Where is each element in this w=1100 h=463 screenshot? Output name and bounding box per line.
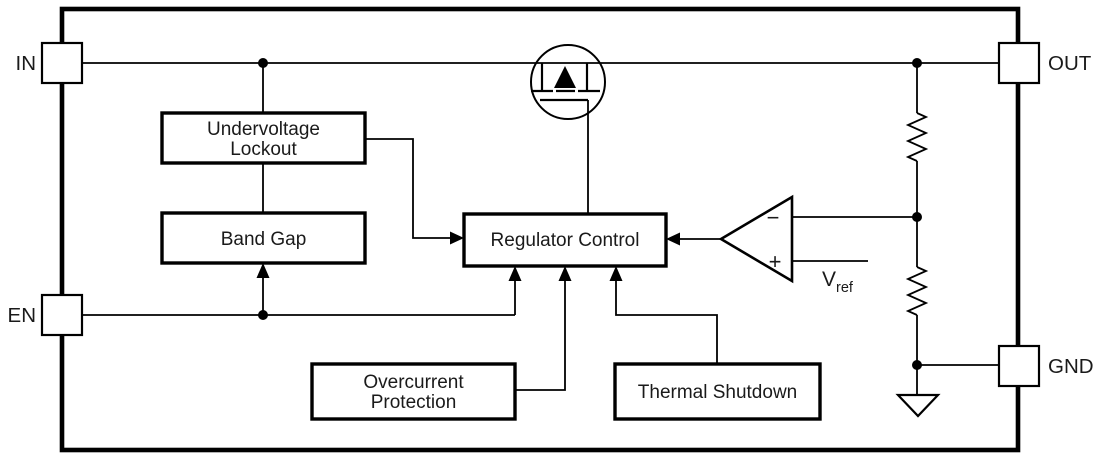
error-amplifier: − + — [718, 194, 794, 284]
en-pin-label: EN — [8, 304, 36, 327]
error-amplifier-triangle — [718, 194, 794, 284]
ground-symbol — [895, 393, 941, 418]
overcurrent-label-line2: Protection — [371, 392, 457, 413]
uvlo-label-line2: Lockout — [230, 139, 297, 160]
mosfet-body-arrow — [554, 66, 576, 88]
amp-minus-sign: − — [767, 205, 780, 230]
pins — [40, 41, 1041, 388]
function-blocks — [160, 111, 822, 421]
out-pin-label: OUT — [1048, 52, 1092, 75]
uvlo-to-regctrl-wire — [365, 138, 451, 239]
arrow-en-into-bandgap — [256, 263, 270, 278]
out-junction-dot — [912, 58, 922, 68]
gnd-junction-dot — [912, 360, 922, 370]
arrowheads — [256, 231, 680, 281]
en-pin — [40, 293, 84, 337]
arrow-into-regctrl-left — [450, 231, 464, 245]
arrow-en-into-regctrl — [508, 266, 522, 281]
gnd-pin — [997, 344, 1041, 388]
feedback-resistor-top — [905, 112, 929, 162]
vref-label: Vref — [822, 268, 854, 296]
arrow-into-regctrl-right — [666, 232, 680, 246]
thermal-shutdown-block — [613, 362, 822, 421]
in-pin-label: IN — [16, 52, 37, 75]
gnd-pin-label: GND — [1048, 355, 1094, 378]
thermal-to-regctrl-wire — [615, 280, 718, 364]
pass-mosfet-symbol — [530, 44, 606, 120]
junction-dots — [258, 58, 922, 370]
wires — [82, 62, 999, 395]
arrow-thermal-into-regctrl — [609, 266, 623, 281]
thermal-shutdown-label: Thermal Shutdown — [638, 382, 797, 403]
uvlo-block — [160, 111, 367, 165]
bandgap-label: Band Gap — [221, 229, 307, 250]
labels: IN EN OUT GND Undervoltage Lockout Band … — [8, 52, 1094, 413]
regulator-control-label: Regulator Control — [491, 230, 640, 251]
regulator-control-block — [462, 212, 668, 268]
amp-plus-sign: + — [769, 249, 782, 274]
uvlo-label-line1: Undervoltage — [207, 119, 320, 140]
out-pin — [997, 41, 1041, 85]
vref-base: V — [822, 268, 836, 291]
bandgap-block — [160, 211, 367, 265]
in-junction-dot — [258, 58, 268, 68]
in-pin — [40, 41, 84, 85]
overcurrent-block — [310, 362, 517, 421]
device-boundary — [59, 6, 1021, 453]
overcurrent-label-line1: Overcurrent — [363, 372, 464, 393]
feedback-junction-dot — [912, 212, 922, 222]
ocp-to-regctrl-wire — [515, 280, 566, 391]
en-junction-dot — [258, 310, 268, 320]
mosfet-circle — [530, 44, 606, 120]
vref-subscript: ref — [836, 280, 854, 296]
arrow-ocp-into-regctrl — [558, 266, 572, 281]
feedback-resistor-bottom — [905, 266, 929, 316]
